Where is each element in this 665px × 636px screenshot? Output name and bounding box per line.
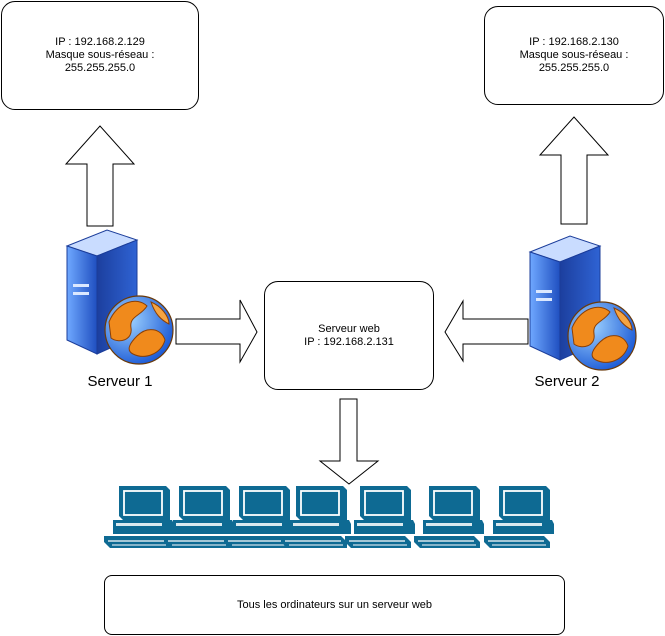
computer-icon (413, 485, 485, 549)
arrow-down (318, 398, 380, 485)
arrow-up-right (538, 116, 610, 225)
server-2-label: Serveur 2 (534, 373, 600, 390)
computer-icon (483, 485, 555, 549)
web-server-ip: IP : 192.168.2.131 (304, 335, 394, 348)
arrow-right (175, 299, 258, 364)
mask-value-line: 255.255.255.0 (538, 62, 610, 74)
server-2-icon (529, 235, 637, 371)
caption-text: Tous les ordinateurs sur un serveur web (236, 598, 433, 611)
arrow-left (444, 299, 529, 363)
mask-label-line: Masque sous-réseau : (519, 49, 629, 61)
mask-value-line: 255.255.255.0 (64, 62, 136, 74)
server-2-ip-box: IP : 192.168.2.130 Masque sous-réseau : … (484, 6, 664, 105)
computer-icon (163, 485, 235, 549)
arrow-up-left (64, 125, 136, 227)
mask-label-line: Masque sous-réseau : (45, 49, 155, 61)
server-1-ip-box: IP : 192.168.2.129 Masque sous-réseau : … (1, 1, 199, 110)
web-server-title: Serveur web (318, 322, 380, 335)
caption-box: Tous les ordinateurs sur un serveur web (104, 575, 565, 635)
server-1-label: Serveur 1 (87, 373, 153, 390)
computer-icon (103, 485, 175, 549)
computer-icon (280, 485, 352, 549)
ip-line: IP : 192.168.2.129 (55, 36, 145, 48)
ip-line: IP : 192.168.2.130 (529, 36, 619, 48)
server-1-icon (66, 229, 174, 365)
web-server-box: Serveur web IP : 192.168.2.131 (264, 281, 434, 390)
computer-icon (344, 485, 416, 549)
